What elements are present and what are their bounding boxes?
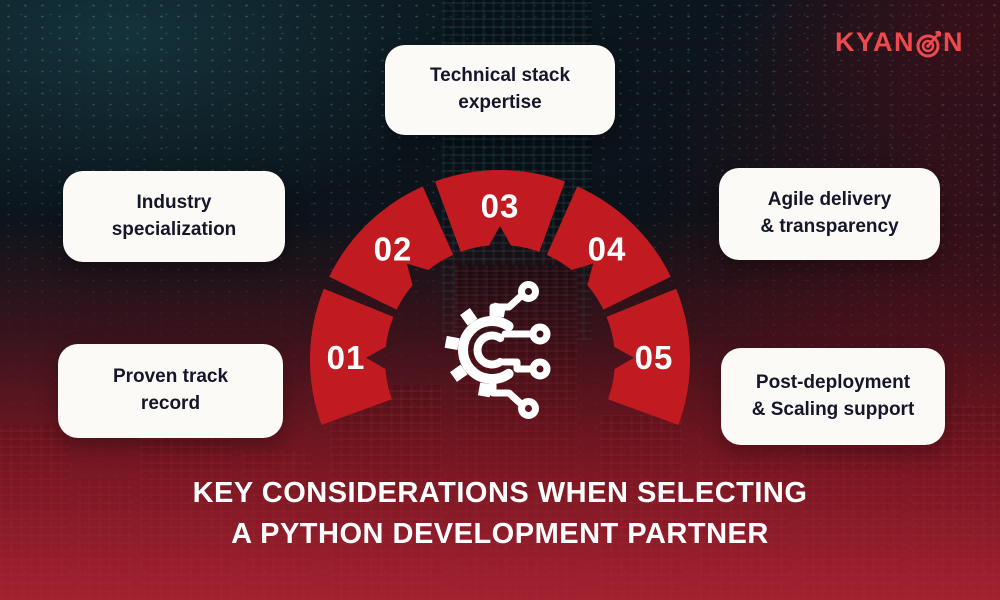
gauge-number-03: 03: [481, 188, 520, 225]
target-arrow-icon: [916, 30, 942, 57]
brand-logo: KYAN N: [835, 27, 964, 58]
gauge-number-05: 05: [635, 339, 674, 376]
card-post-deployment: Post-deployment & Scaling support: [721, 348, 945, 445]
gear-circuit-icon: [444, 281, 551, 419]
logo-text-right: N: [943, 27, 964, 57]
card-agile-delivery: Agile delivery & transparency: [719, 168, 940, 260]
logo-text-left: KYAN: [834, 27, 915, 57]
page-title: KEY CONSIDERATIONS WHEN SELECTING A PYTH…: [0, 473, 1000, 555]
gauge-number-02: 02: [374, 231, 413, 268]
gauge-number-01: 01: [327, 339, 366, 376]
card-track-record: Proven track record: [58, 344, 283, 438]
title-line-1: KEY CONSIDERATIONS WHEN SELECTING: [192, 477, 808, 509]
title-line-2: A PYTHON DEVELOPMENT PARTNER: [231, 518, 769, 550]
gauge-number-04: 04: [588, 231, 627, 268]
card-industry: Industry specialization: [63, 171, 285, 262]
card-technical-stack: Technical stack expertise: [385, 45, 615, 135]
